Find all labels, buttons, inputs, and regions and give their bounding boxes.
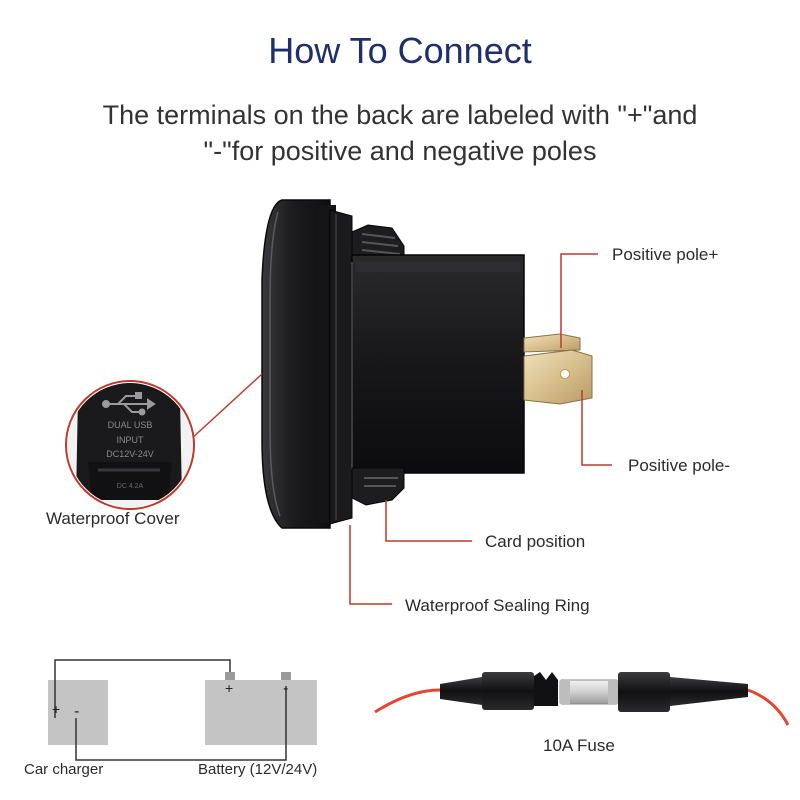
inline-fuse: [374, 672, 790, 726]
battery-block: [205, 680, 317, 745]
leader-waterproof-cover: [189, 373, 263, 441]
leader-sealing-ring: [349, 525, 392, 605]
inset-text-line-2: INPUT: [117, 435, 145, 445]
leader-positive-minus: [581, 390, 612, 466]
inset-text-line-1: DUAL USB: [108, 420, 153, 430]
inset-text-line-3: DC12V-24V: [106, 449, 154, 459]
subtitle-line-2: "-"for positive and negative poles: [203, 136, 597, 166]
label-car-charger: Car charger: [24, 761, 104, 778]
wire-positive: [54, 659, 231, 718]
car-charger-block: [48, 680, 108, 745]
wire-negative: [75, 686, 287, 761]
subtitle-line-1: The terminals on the back are labeled wi…: [102, 100, 698, 130]
label-battery: Battery (12V/24V): [198, 761, 318, 778]
leader-card-position: [385, 500, 472, 542]
waterproof-cover-inset: DUAL USB INPUT DC12V-24V DC 4.2A: [65, 380, 195, 510]
label-fuse: 10A Fuse: [543, 736, 615, 755]
fuse-wire-left: [374, 688, 441, 714]
label-positive-pole-minus: Positive pole-: [628, 456, 731, 475]
battery-plus-mark: +: [225, 680, 233, 696]
label-waterproof-cover: Waterproof Cover: [46, 509, 180, 528]
leader-positive-plus: [560, 253, 598, 348]
battery-minus-mark: -: [283, 680, 288, 697]
label-positive-pole-plus: Positive pole+: [612, 245, 719, 264]
page-title: How To Connect: [268, 30, 532, 71]
battery-minus-post: [281, 672, 291, 680]
usb-socket-product: [261, 199, 593, 529]
charger-plus-mark: +: [52, 701, 60, 717]
fuse-wire-right: [747, 688, 790, 726]
battery-plus-post: [225, 672, 235, 680]
inset-text-line-4: DC 4.2A: [117, 483, 144, 490]
label-waterproof-sealing-ring: Waterproof Sealing Ring: [405, 596, 590, 615]
wiring-diagram: + - + -: [48, 659, 317, 761]
leader-lines: [189, 253, 612, 605]
usb-icon: [102, 392, 156, 416]
charger-minus-mark: -: [74, 703, 79, 720]
label-card-position: Card position: [485, 532, 586, 551]
